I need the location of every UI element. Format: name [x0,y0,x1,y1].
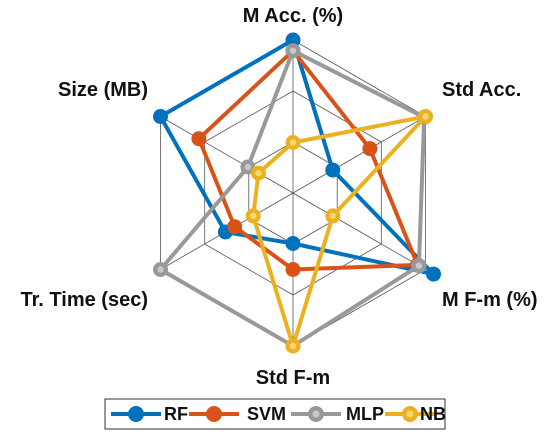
point-inner-nb-1 [422,113,429,120]
grid-spoke-1 [292,116,426,194]
grid-spoke-2 [292,192,426,270]
point-inner-nb-3 [289,342,297,350]
axis-label-tr-time: Tr. Time (sec) [21,289,148,311]
legend-marker-inner-nb [406,410,414,418]
point-inner-mlp-4 [157,266,164,273]
point-inner-mlp-5 [244,163,252,171]
legend-marker-svm [206,406,222,422]
legend: RF SVM MLP NB [104,398,446,430]
legend-item-svm: SVM [189,404,286,424]
point-inner-nb-5 [255,169,262,177]
axis-label-size: Size (MB) [58,79,148,101]
axis-labels: M Acc. (%) Std Acc. M F-m (%) Std F-m Tr… [21,5,538,389]
point-inner-mlp-0 [289,47,297,54]
axis-label-std-acc: Std Acc. [442,79,521,101]
point-rf-3 [285,236,301,251]
legend-label-svm: SVM [247,404,286,424]
series-layer [153,32,441,354]
point-inner-nb-4 [250,212,257,220]
point-rf-1 [325,162,341,178]
grid-spoke-5 [160,116,294,194]
legend-label-rf: RF [164,404,188,424]
legend-label-nb: NB [420,404,446,424]
point-svm-5 [191,131,207,147]
legend-marker-inner-mlp [312,410,320,418]
legend-label-mlp: MLP [346,404,384,424]
legend-item-nb: NB [385,404,446,424]
point-rf-2 [426,266,441,282]
point-svm-3 [285,262,301,277]
radar-grid [160,39,426,347]
legend-item-rf: RF [111,404,188,424]
point-inner-nb-0 [289,139,297,146]
legend-marker-rf [128,406,144,422]
legend-item-mlp: MLP [291,404,384,424]
point-svm-4 [227,219,243,235]
series-nb [245,109,433,354]
point-rf-5 [153,109,168,124]
series-line-nb [251,114,428,348]
point-inner-nb-2 [329,212,336,220]
point-rf-0 [285,32,301,48]
axis-label-std-fm: Std F-m [256,367,330,389]
series-rf [153,32,441,282]
point-inner-mlp-2 [415,262,423,269]
axis-label-m-acc: M Acc. (%) [243,5,343,27]
point-svm-1 [362,141,378,157]
axis-label-m-fm: M F-m (%) [442,289,538,311]
